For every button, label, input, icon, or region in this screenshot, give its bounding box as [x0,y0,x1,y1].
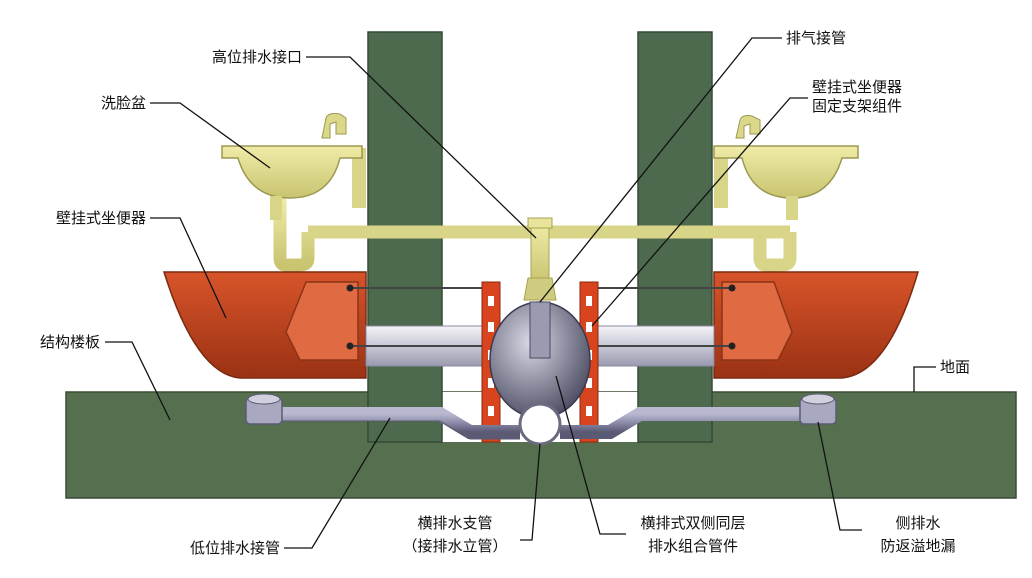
combination-fitting [489,301,591,419]
leader-high-drain [306,56,537,239]
leader-combo-fitting [555,375,626,535]
leader-low-drain [284,417,391,549]
label-bracket-2: 固定支架组件 [812,97,902,115]
label-combo-1: 横排式双侧同层 [640,514,745,532]
leader-vent-pipe [539,37,782,303]
label-drain-2: 防返溢地漏 [880,537,955,555]
label-branch-2: （接排水立管） [402,537,507,555]
label-drain-1: 侧排水 [895,514,940,532]
label-vent-pipe: 排气接管 [786,29,846,47]
leader-structural-slab [105,341,171,421]
leader-branch-pipe [520,443,541,541]
label-combo-2: 排水组合管件 [648,537,738,555]
leader-washbasin [150,102,271,169]
label-branch-1: 横排水支管 [417,514,492,532]
leader-wall-toilet [150,217,227,319]
label-floor-surface: 地面 [940,358,970,376]
label-bracket-1: 壁挂式坐便器 [812,78,902,96]
leader-bracket [591,97,808,327]
wall-toilet-left [162,271,367,379]
label-wall-toilet: 壁挂式坐便器 [56,209,146,227]
washbasin-left [221,113,363,220]
leader-lines [105,37,936,549]
label-low-drain: 低位排水接管 [190,539,280,557]
leader-floor-drain [817,421,862,531]
labels: 高位排水接口 洗脸盆 壁挂式坐便器 结构楼板 排气接管 壁挂式坐便器 固定支架组… [40,29,970,557]
label-structural-slab: 结构楼板 [40,333,100,351]
vent-piping [273,148,797,301]
washbasin-right [713,115,859,220]
label-washbasin: 洗脸盆 [101,94,146,112]
label-high-drain: 高位排水接口 [212,48,302,66]
leader-floor [913,366,936,392]
wall-toilet-right [713,271,920,379]
